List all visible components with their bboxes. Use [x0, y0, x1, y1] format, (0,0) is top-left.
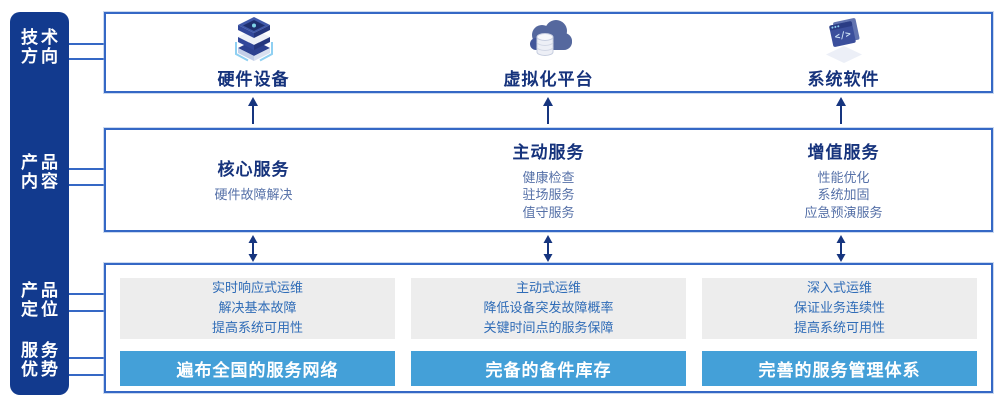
up-arrow-icon — [248, 97, 258, 124]
sidebar-label-line: 产品 — [21, 153, 61, 173]
sidebar-label-line: 内容 — [21, 172, 61, 192]
content-item: 健康检查 — [522, 170, 575, 186]
svg-text:</>: </> — [833, 29, 852, 42]
sidebar-item-tech-direction: 技术 方向 — [10, 29, 69, 67]
double-arrow-icon — [836, 235, 846, 262]
connector-line — [69, 168, 105, 170]
positioning-card: 深入式运维 保证业务连续性 提高系统可用性 — [702, 278, 977, 340]
connector-line — [69, 357, 105, 359]
positioning-line: 保证业务连续性 — [793, 300, 885, 316]
content-title: 增值服务 — [807, 142, 880, 163]
product-positioning-box: 实时响应式运维 解决基本故障 提高系统可用性 遍布全国的服务网络 主动式运维 降… — [104, 263, 993, 393]
sidebar-label-line: 技术 — [21, 28, 61, 48]
content-item: 应急预演服务 — [804, 205, 883, 221]
sidebar-label-line: 服务 — [21, 341, 61, 361]
tech-direction-box: 硬件设备 虚拟化平台 — [104, 12, 993, 93]
connector-line — [69, 184, 105, 186]
advantage-banner: 完备的备件库存 — [411, 351, 686, 386]
positioning-line: 降低设备突发故障概率 — [483, 300, 614, 316]
connector-line — [69, 310, 105, 312]
positioning-line: 深入式运维 — [806, 280, 872, 296]
positioning-card: 主动式运维 降低设备突发故障概率 关键时间点的服务保障 — [411, 278, 686, 340]
code-window-icon: </> — [818, 16, 870, 64]
sidebar-label-line: 优势 — [21, 360, 61, 380]
tech-label: 硬件设备 — [217, 69, 290, 90]
content-title: 核心服务 — [217, 160, 290, 181]
positioning-card: 实时响应式运维 解决基本故障 提高系统可用性 — [120, 278, 395, 340]
positioning-line: 解决基本故障 — [218, 300, 297, 316]
content-title: 主动服务 — [512, 142, 585, 163]
content-item: 值守服务 — [522, 205, 575, 221]
content-column-proactive-service: 主动服务 健康检查 驻场服务 值守服务 — [401, 130, 696, 230]
up-arrow-icon — [543, 97, 553, 124]
sidebar-label-line: 定位 — [21, 300, 61, 320]
positioning-line: 提高系统可用性 — [211, 320, 303, 336]
positioning-column-deep: 深入式运维 保证业务连续性 提高系统可用性 完善的服务管理体系 — [702, 278, 977, 386]
tech-column-hardware: 硬件设备 — [106, 14, 401, 91]
positioning-line: 提高系统可用性 — [793, 320, 885, 336]
content-item: 驻场服务 — [522, 188, 575, 204]
connector-line — [69, 293, 105, 295]
connector-line — [69, 374, 105, 376]
advantage-banner: 完善的服务管理体系 — [702, 351, 977, 386]
connector-line — [69, 43, 105, 45]
sidebar-item-product-positioning: 产品 定位 — [10, 282, 69, 320]
positioning-line: 实时响应式运维 — [211, 280, 303, 296]
advantage-banner: 遍布全国的服务网络 — [120, 351, 395, 386]
tech-column-system-software: </> 系统软件 — [696, 14, 991, 91]
tech-column-virtualization: 虚拟化平台 — [401, 14, 696, 91]
positioning-line: 主动式运维 — [515, 280, 581, 296]
up-arrow-icon — [836, 97, 846, 124]
cloud-database-icon — [523, 16, 575, 64]
sidebar-item-product-content: 产品 内容 — [10, 154, 69, 192]
content-item: 硬件故障解决 — [214, 188, 293, 204]
content-column-value-added-service: 增值服务 性能优化 系统加固 应急预演服务 — [696, 130, 991, 230]
positioning-column-realtime: 实时响应式运维 解决基本故障 提高系统可用性 遍布全国的服务网络 — [120, 278, 395, 386]
tech-label: 虚拟化平台 — [503, 69, 594, 90]
content-column-core-service: 核心服务 硬件故障解决 — [106, 130, 401, 230]
connector-line — [69, 58, 105, 60]
sidebar-label-line: 产品 — [21, 281, 61, 301]
sidebar-item-service-advantages: 服务 优势 — [10, 342, 69, 380]
double-arrow-icon — [248, 235, 258, 262]
sidebar-label-line: 方向 — [21, 47, 61, 67]
double-arrow-icon — [543, 235, 553, 262]
content-item: 系统加固 — [817, 188, 870, 204]
server-stack-icon — [228, 16, 280, 64]
content-item: 性能优化 — [817, 170, 870, 186]
positioning-column-proactive: 主动式运维 降低设备突发故障概率 关键时间点的服务保障 完备的备件库存 — [411, 278, 686, 386]
positioning-line: 关键时间点的服务保障 — [483, 320, 614, 336]
tech-label: 系统软件 — [807, 69, 880, 90]
category-sidebar: 技术 方向 产品 内容 产品 定位 服务 优势 — [10, 12, 69, 395]
product-content-box: 核心服务 硬件故障解决 主动服务 健康检查 驻场服务 值守服务 增值服务 性能优… — [104, 128, 993, 232]
